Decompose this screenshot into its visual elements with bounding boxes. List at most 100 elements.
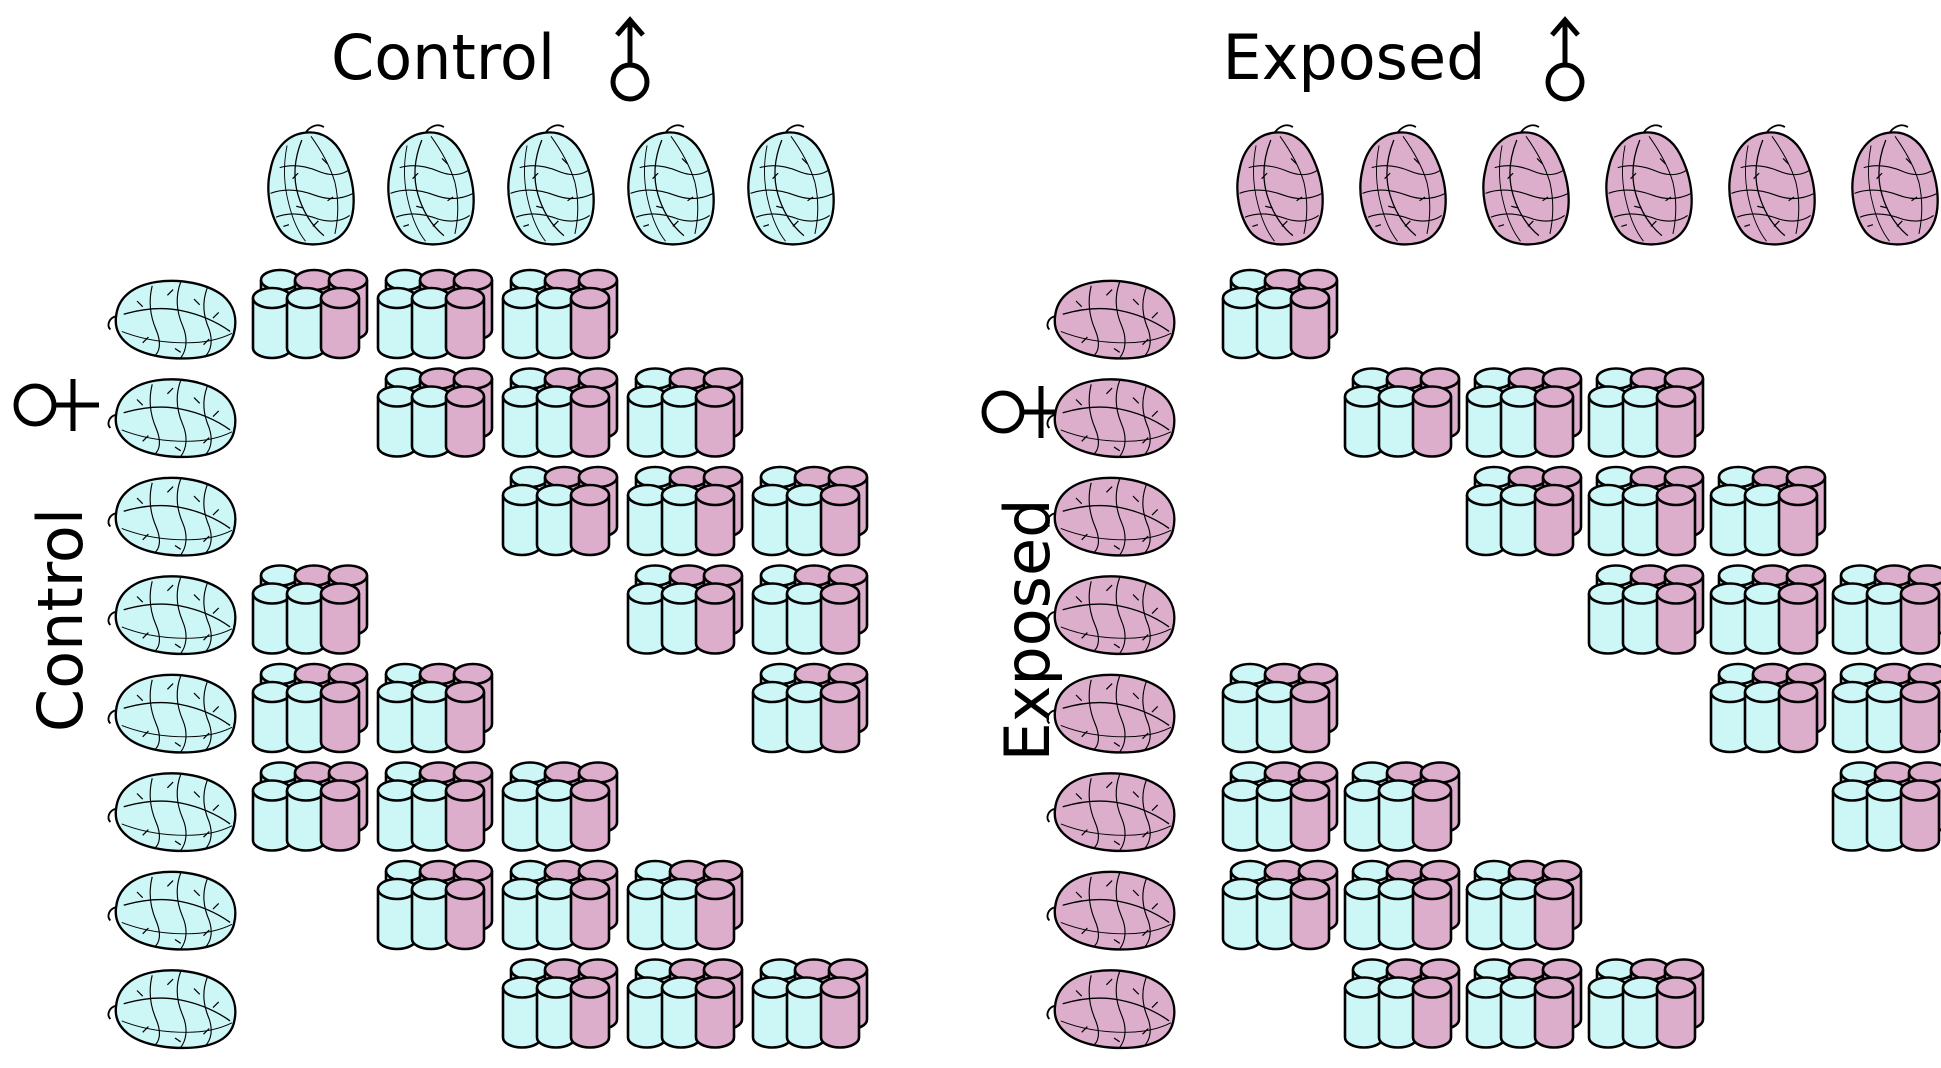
tank-set-icon [1587,958,1705,1049]
tank-cylinder [410,385,452,458]
tank-cylinder [819,976,861,1049]
tank-cylinder [444,680,486,754]
tank-cylinder [660,385,702,458]
tank-cylinder [285,582,327,655]
tank-cylinder [1655,483,1697,557]
tank-cylinder [501,385,543,458]
tank-cylinder [376,286,418,360]
exposed-side-label: Exposed [991,499,1064,762]
oyster-icon [1851,124,1939,246]
tank-set-icon [1465,859,1583,951]
tank-set-icon [1587,564,1705,655]
tank-cylinder [1411,976,1453,1049]
tank-cylinder [785,680,827,754]
tank-cylinder [501,483,543,557]
tank-cylinder [1343,877,1385,951]
tank-cylinder [1343,385,1385,458]
tank-cylinder [410,286,452,360]
tank-set-icon [1343,958,1461,1049]
tank-cylinder [1377,779,1419,852]
oyster-icon [1046,673,1176,754]
tank-cylinder [1865,779,1907,852]
tank-cylinder [1743,582,1785,655]
tank-cylinder [1499,976,1541,1049]
tank-cylinder [1499,483,1541,557]
tank-cylinder [501,976,543,1049]
tank-cylinder [1465,385,1507,458]
tank-cylinder [535,877,577,951]
oyster-icon [107,279,237,360]
tank-set-icon [1587,367,1705,458]
tank-cylinder [1899,779,1941,852]
tank-cylinder [569,779,611,852]
tank-set-icon [1465,465,1583,557]
oyster-icon [1046,378,1176,459]
tank-cylinder [1587,483,1629,557]
tank-set-icon [376,268,494,360]
tank-cylinder [785,483,827,557]
tank-cylinder [1655,976,1697,1049]
oyster-icon [107,476,237,557]
tank-set-icon [626,564,744,655]
tank-cylinder [1743,680,1785,754]
tank-cylinder [1289,779,1331,852]
tank-cylinder [569,385,611,458]
tank-set-icon [376,761,494,852]
tank-cylinder [1533,385,1575,458]
tank-cylinder [1621,976,1663,1049]
tank-set-icon [1831,564,1941,655]
tank-set-icon [376,367,494,458]
tank-cylinder [251,779,293,852]
tank-cylinder [1221,680,1263,754]
tank-set-icon [1221,268,1339,360]
tank-cylinder [1255,877,1297,951]
tank-set-icon [376,859,494,951]
tank-cylinder [569,286,611,360]
tank-cylinder [319,582,361,655]
tank-cylinder [319,286,361,360]
tank-set-icon [751,465,869,557]
tank-set-icon [1465,958,1583,1049]
tank-cylinder [819,582,861,655]
tank-set-icon [1709,662,1827,754]
tank-cylinder [1221,779,1263,852]
tank-set-icon [1221,859,1339,951]
tank-set-icon [251,268,369,360]
tank-cylinder [1621,385,1663,458]
tank-cylinder [1587,385,1629,458]
oyster-icon [1046,279,1176,360]
tank-cylinder [1289,877,1331,951]
tank-cylinder [660,976,702,1049]
tank-cylinder [1411,877,1453,951]
tank-cylinder [626,877,668,951]
tank-cylinder [251,680,293,754]
tank-cylinder [376,779,418,852]
tank-cylinder [694,976,736,1049]
tank-cylinder [1899,680,1941,754]
oyster-icon [107,969,237,1050]
tank-set-icon [1343,859,1461,951]
tank-cylinder [1899,582,1941,655]
tank-set-icon [626,367,744,458]
tank-set-icon [1709,564,1827,655]
tank-set-icon [501,761,619,852]
tank-cylinder [535,483,577,557]
tank-cylinder [251,286,293,360]
tank-set-icon [1465,367,1583,458]
tank-cylinder [1411,385,1453,458]
tank-cylinder [1533,877,1575,951]
tank-cylinder [694,483,736,557]
oyster-icon [107,772,237,853]
tank-cylinder [660,483,702,557]
tank-cylinder [1499,385,1541,458]
tank-cylinder [444,779,486,852]
tank-cylinder [501,877,543,951]
tank-cylinder [1655,582,1697,655]
oyster-icon [1605,124,1693,246]
tank-cylinder [501,779,543,852]
tank-cylinder [1465,483,1507,557]
tank-cylinder [444,385,486,458]
tank-cylinder [535,976,577,1049]
oyster-icon [1046,575,1176,656]
